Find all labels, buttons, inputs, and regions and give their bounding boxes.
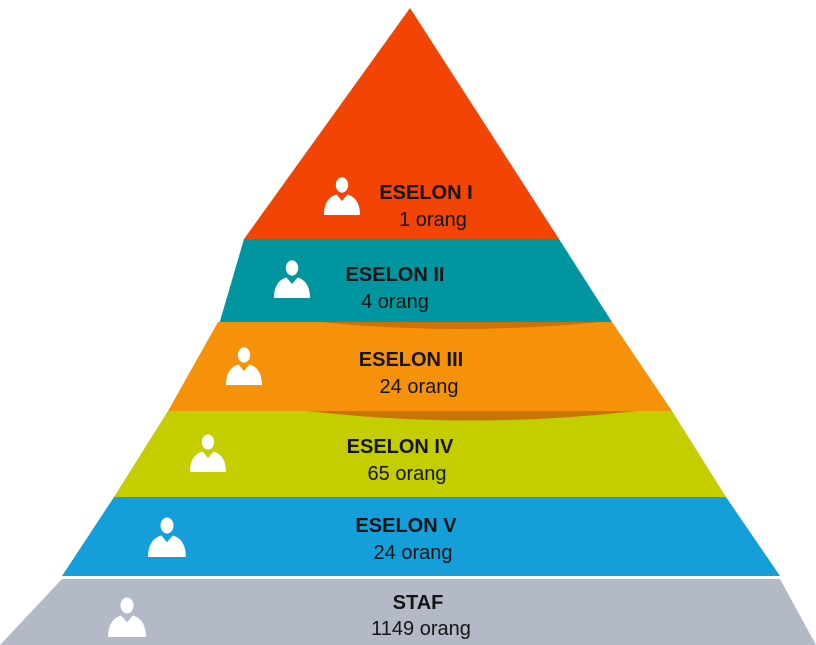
level-eselon-1-shape	[244, 8, 559, 239]
level-eselon-3-shape	[168, 322, 672, 411]
level-staf-title: STAF	[393, 592, 444, 614]
level-eselon-2: ESELON II 4 orang	[218, 239, 612, 328]
level-eselon-3-count: 24 orang	[380, 376, 459, 398]
level-eselon-1-count: 1 orang	[399, 209, 467, 231]
level-eselon-2-title: ESELON II	[346, 264, 445, 286]
level-staf-count: 1149 orang	[371, 618, 471, 640]
level-eselon-1-title: ESELON I	[379, 182, 472, 204]
level-eselon-1: ESELON I 1 orang	[244, 8, 559, 239]
level-eselon-4-shape	[114, 411, 726, 497]
level-eselon-2-count: 4 orang	[361, 291, 429, 313]
level-eselon-4-shading	[308, 411, 636, 421]
level-eselon-3-title: ESELON III	[359, 349, 463, 371]
level-eselon-4-count: 65 orang	[368, 463, 447, 485]
level-eselon-5-count: 24 orang	[374, 542, 453, 564]
level-eselon-5-title: ESELON V	[355, 515, 457, 537]
level-eselon-3-shading	[320, 322, 600, 329]
level-eselon-3: ESELON III 24 orang	[168, 322, 672, 411]
level-eselon-4-title: ESELON IV	[347, 436, 454, 458]
level-eselon-4: ESELON IV 65 orang	[114, 411, 726, 497]
level-staf-shape	[0, 579, 816, 645]
level-staf: STAF 1149 orang	[0, 579, 816, 645]
level-eselon-5: ESELON V 24 orang	[62, 497, 780, 576]
level-eselon-5-shape	[62, 497, 780, 576]
level-eselon-2-shape	[218, 239, 612, 328]
